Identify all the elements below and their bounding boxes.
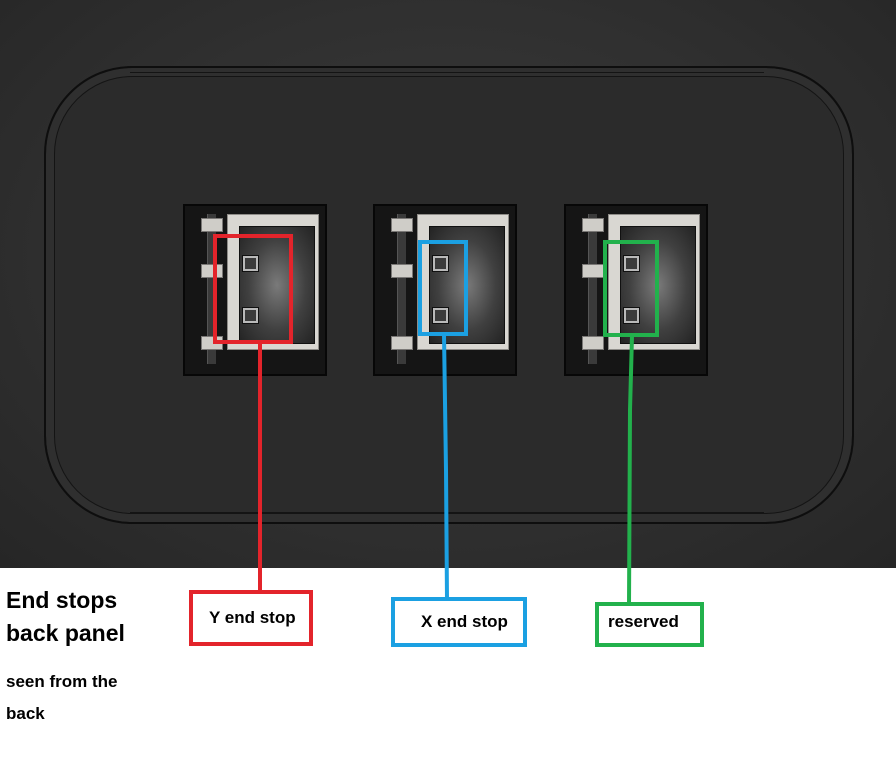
connector-latch <box>195 214 227 364</box>
panel-top-edge <box>130 66 764 73</box>
label-text: X end stop <box>421 612 508 631</box>
connector-reserved <box>564 204 708 376</box>
label-y-end-stop: Y end stop <box>189 590 313 646</box>
label-text: Y end stop <box>209 608 296 627</box>
label-text: reserved <box>608 612 679 631</box>
connector-pin-1 <box>243 256 258 271</box>
connector-latch <box>385 214 417 364</box>
highlight-reserved <box>603 240 659 337</box>
label-reserved: reserved <box>595 602 704 647</box>
connector-pin-1 <box>624 256 639 271</box>
caption-title: End stops back panel <box>6 587 125 646</box>
highlight-x-end-stop <box>418 240 468 336</box>
connector-latch <box>576 214 608 364</box>
panel-bottom-edge <box>130 512 764 519</box>
label-x-end-stop: X end stop <box>391 597 527 647</box>
highlight-y-end-stop <box>213 234 293 344</box>
connector-pin-2 <box>624 308 639 323</box>
connector-pin-2 <box>433 308 448 323</box>
render-area <box>0 0 896 568</box>
connector-pin-2 <box>243 308 258 323</box>
connector-pin-1 <box>433 256 448 271</box>
caption-subtitle: seen from the back <box>6 672 118 723</box>
connector-cavity <box>239 226 315 344</box>
